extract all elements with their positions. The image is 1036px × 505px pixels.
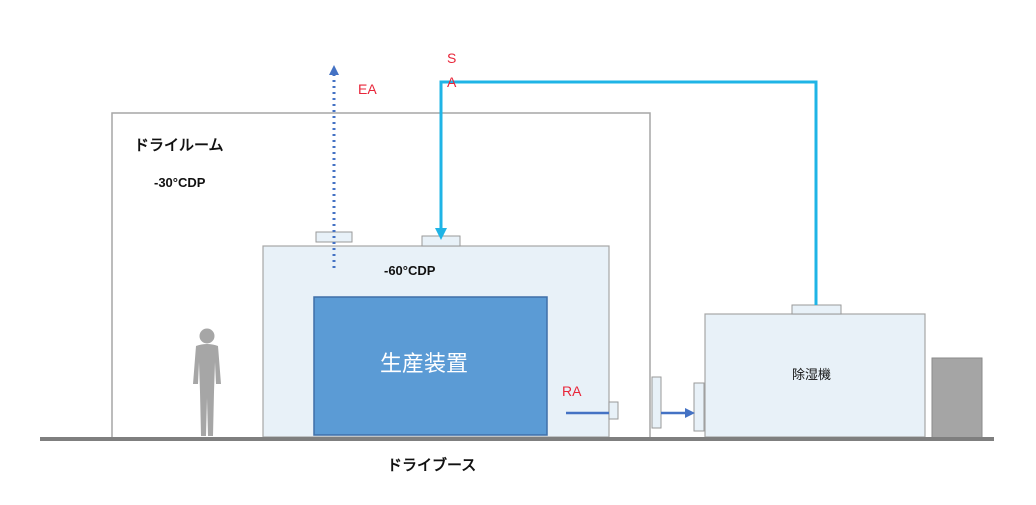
dry-booth-label: ドライブース xyxy=(387,456,477,474)
floor-line xyxy=(40,437,994,441)
supply-air-label-s: S xyxy=(447,50,457,66)
production-equipment xyxy=(313,296,548,436)
exhaust-air-label: EA xyxy=(358,81,377,97)
equipment-label: 生産装置 xyxy=(380,352,469,377)
dry-room-label: ドライルーム xyxy=(134,136,224,154)
dry-room-wall xyxy=(111,112,651,438)
supply-air-label: S A xyxy=(447,50,461,90)
dry-room-dew-point: -30°CDP xyxy=(154,175,206,190)
return-air-label: RA xyxy=(562,383,582,399)
dehumidifier-return-port xyxy=(693,382,705,432)
dehumidifier-label: 除湿機 xyxy=(792,368,832,383)
supply-air-label-a: A xyxy=(447,74,457,90)
person-icon xyxy=(193,328,221,436)
booth-supply-port xyxy=(421,235,461,247)
supply-air-duct xyxy=(435,80,818,305)
wall-duct-port xyxy=(651,376,662,429)
auxiliary-unit xyxy=(931,357,983,439)
dehumidifier-supply-port xyxy=(791,304,842,315)
booth-dew-point: -60°CDP xyxy=(384,263,436,278)
dehumidifier-unit xyxy=(704,313,926,438)
booth-return-port xyxy=(608,401,619,420)
